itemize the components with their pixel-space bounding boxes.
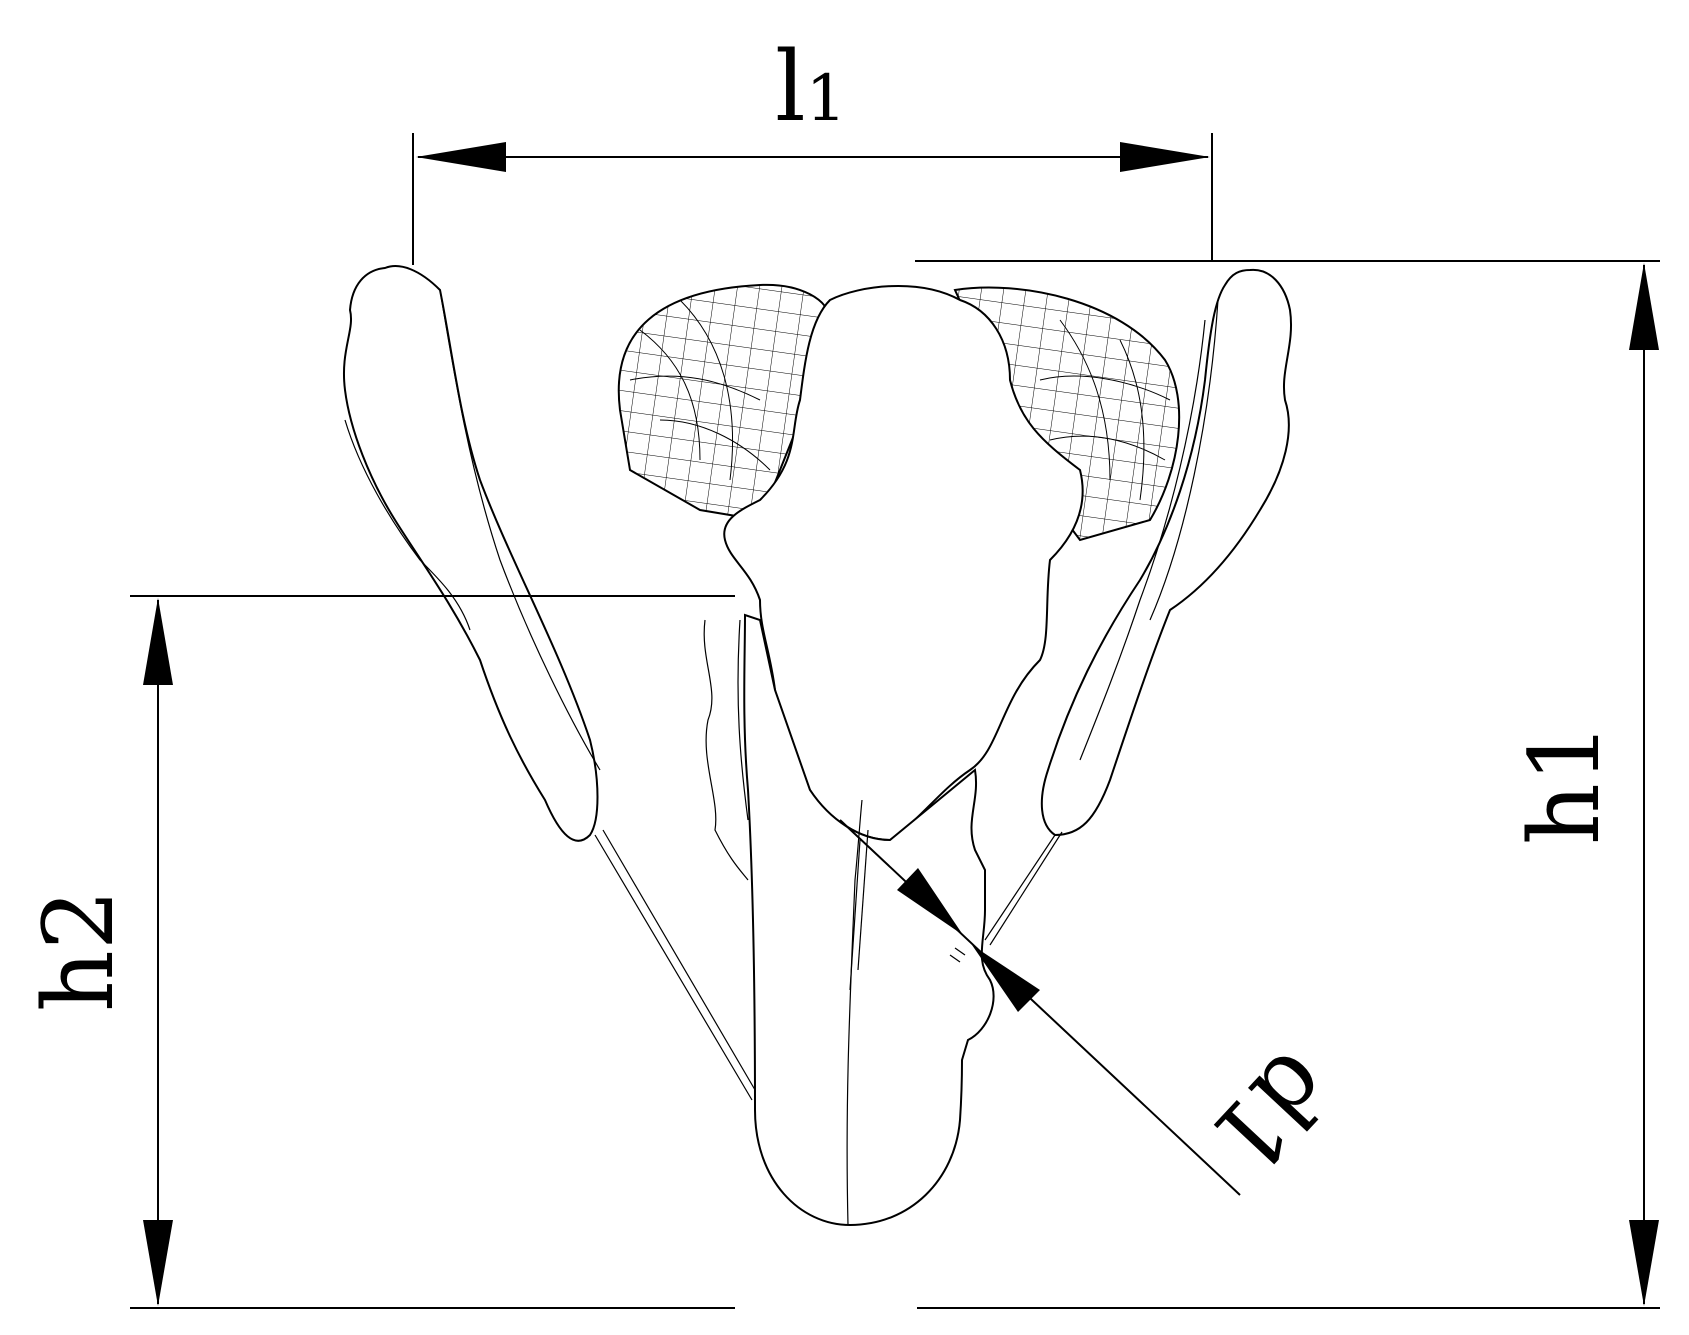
- dimension-h2: h2: [23, 595, 735, 1309]
- arrowhead-lower: [972, 945, 1040, 1012]
- arrowhead-left: [416, 142, 506, 172]
- arrowhead-top: [1629, 263, 1659, 350]
- arrowhead-bottom: [1629, 1220, 1659, 1306]
- dimension-h1: h1: [915, 260, 1660, 1309]
- dimension-l1: l1: [412, 31, 1213, 265]
- label-h2: h2: [23, 889, 135, 1012]
- right-wing: [1040, 268, 1292, 837]
- specimen-drawing: [343, 265, 1292, 1227]
- arrowhead-bottom: [143, 1220, 173, 1306]
- left-wing: [343, 265, 599, 842]
- arrowhead-upper: [897, 868, 963, 935]
- arrowhead-right: [1120, 142, 1210, 172]
- tail: [743, 613, 995, 1227]
- label-h1: h1: [1509, 722, 1621, 845]
- arrowhead-top: [143, 598, 173, 685]
- label-l1: l1: [775, 31, 846, 143]
